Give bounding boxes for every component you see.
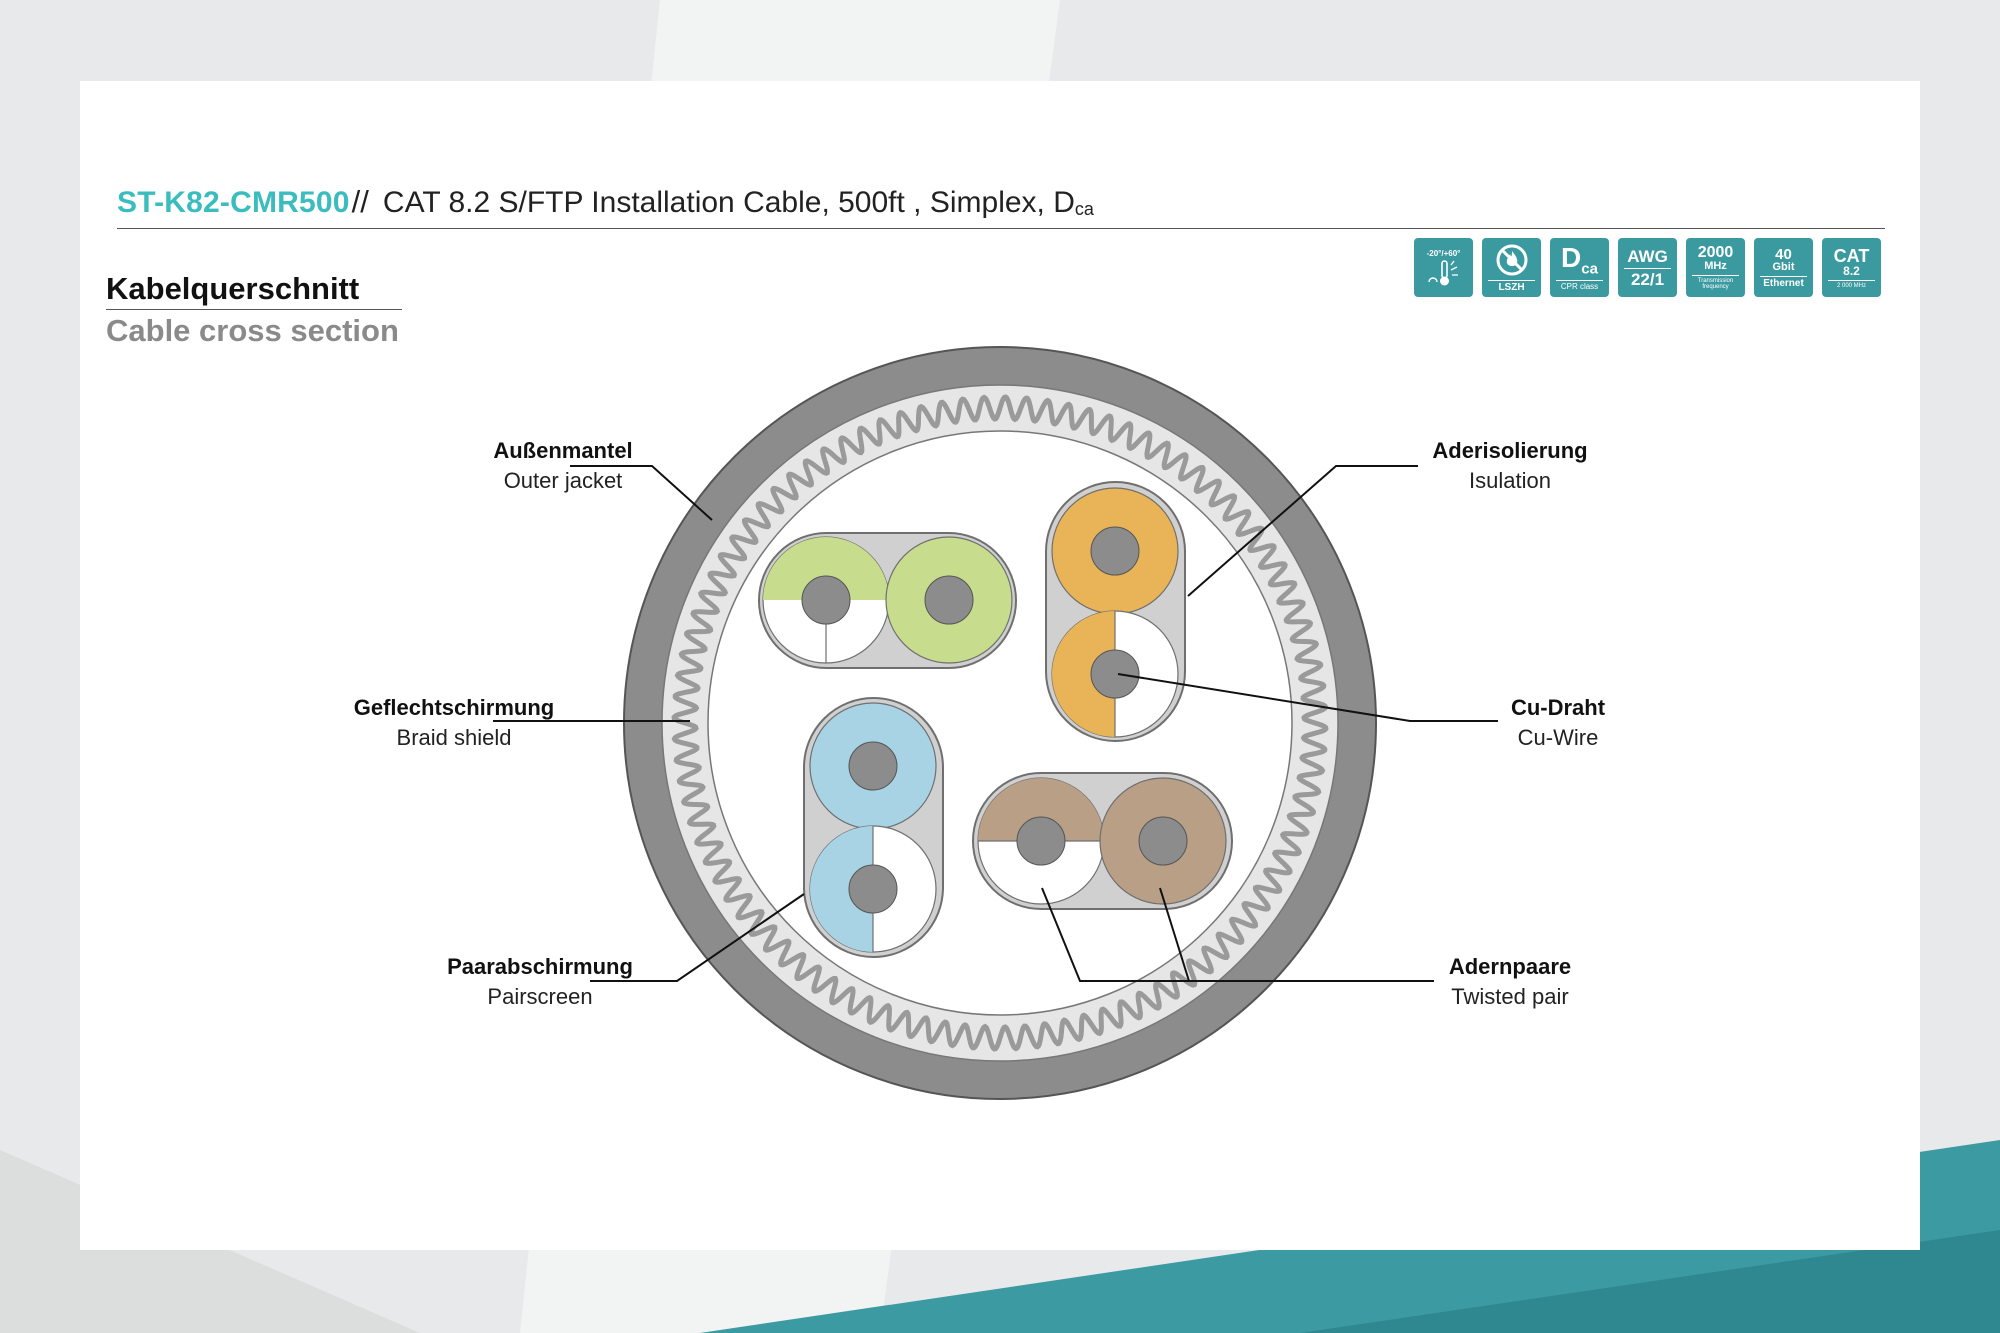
twisted-pair-green	[758, 532, 1017, 669]
badge-cpr-sub: ca	[1581, 260, 1598, 278]
badge-ethernet-unit: Gbit	[1772, 260, 1795, 273]
product-description-text: CAT 8.2 S/FTP Installation Cable, 500ft …	[382, 186, 1075, 219]
badge-category: CAT 8.2 2 000 MHz	[1822, 238, 1881, 297]
wire-brown	[1099, 777, 1227, 905]
leader-twisted-pair-2	[1159, 887, 1190, 982]
label-insulation-de: Aderisolierung	[1432, 438, 1588, 463]
label-twisted-pair-en: Twisted pair	[1451, 984, 1569, 1009]
leader-cu-wire	[1117, 673, 1498, 722]
badge-awg-top: AWG	[1627, 246, 1668, 266]
badge-cpr-label: CPR class	[1555, 279, 1604, 291]
label-pairscreen-de: Paarabschirmung	[447, 954, 633, 979]
leader-insulation	[1187, 465, 1418, 597]
label-twisted-pair-de: Adernpaare	[1448, 954, 1572, 979]
badge-frequency: 2000 MHz Transmission frequency	[1686, 238, 1745, 297]
label-insulation-en: Isulation	[1469, 468, 1551, 493]
badge-temperature: -20°/+60°	[1414, 238, 1473, 297]
badge-ethernet-value: 40	[1775, 245, 1792, 263]
product-title: ST-K82-CMR500// CAT 8.2 S/FTP Installatio…	[117, 184, 1885, 229]
cable-cross-section-diagram	[493, 346, 1498, 1100]
wire-orange-white	[1051, 610, 1179, 738]
label-twisted-pair: Adernpaare Twisted pair	[1350, 954, 1670, 1010]
twisted-pair-blue	[803, 697, 944, 958]
badge-ethernet: 40 Gbit Ethernet	[1754, 238, 1813, 297]
badge-awg-bottom: 22/1	[1623, 267, 1672, 288]
spec-badges: -20°/+60° LSZH Dca CPR class AWG 22/1	[1414, 238, 1881, 297]
twisted-pair-orange	[1045, 481, 1186, 742]
wire-brown-white	[977, 777, 1105, 905]
badge-cpr-letter: D	[1561, 242, 1582, 274]
label-braid-shield-en: Braid shield	[396, 725, 512, 750]
badge-awg: AWG 22/1	[1618, 238, 1677, 297]
section-title-en: Cable cross section	[106, 313, 399, 348]
leader-lines	[493, 465, 1498, 982]
label-insulation: Aderisolierung Isulation	[1350, 438, 1670, 494]
flame-free-icon	[1496, 244, 1527, 275]
title-separator: //	[351, 184, 369, 219]
braid-shield	[671, 394, 1329, 1052]
wire-green	[885, 536, 1013, 664]
badge-category-value: 8.2	[1843, 263, 1860, 278]
badge-lszh-label: LSZH	[1487, 279, 1536, 293]
wire-green-white	[762, 536, 890, 664]
temperature-icon	[1427, 259, 1458, 285]
wire-blue-white	[809, 825, 937, 953]
product-code: ST-K82-CMR500	[117, 186, 350, 219]
label-pairscreen: Paarabschirmung Pairscreen	[380, 954, 700, 1010]
badge-frequency-label: Transmission frequency	[1691, 275, 1740, 290]
product-description-sub: ca	[1074, 199, 1094, 219]
badge-frequency-unit: MHz	[1704, 260, 1727, 272]
content-card: ST-K82-CMR500// CAT 8.2 S/FTP Installatio…	[80, 81, 1920, 1250]
label-cu-wire: Cu-Draht Cu-Wire	[1398, 695, 1718, 751]
label-outer-jacket-de: Außenmantel	[493, 438, 633, 463]
badge-category-label: 2 000 MHz	[1827, 279, 1876, 289]
badge-lszh: LSZH	[1482, 238, 1541, 297]
label-braid-shield-de: Geflechtschirmung	[353, 695, 555, 720]
section-title-de: Kabelquerschnitt	[106, 271, 402, 310]
wire-blue	[809, 702, 937, 830]
product-description: CAT 8.2 S/FTP Installation Cable, 500ft …	[383, 186, 1094, 219]
leader-outer-jacket	[570, 465, 713, 521]
label-pairscreen-en: Pairscreen	[487, 984, 593, 1009]
badge-frequency-value: 2000	[1697, 244, 1734, 261]
badge-cpr-main: Dca	[1561, 244, 1598, 277]
badge-temperature-range: -20°/+60°	[1426, 248, 1461, 258]
wire-orange	[1051, 487, 1179, 615]
twisted-pair-brown	[972, 772, 1233, 910]
inner-core-area	[707, 430, 1293, 1016]
leader-pairscreen	[590, 893, 805, 982]
badge-ethernet-label: Ethernet	[1759, 275, 1808, 289]
label-cu-wire-en: Cu-Wire	[1517, 725, 1599, 750]
badge-cpr-class: Dca CPR class	[1550, 238, 1609, 297]
label-cu-wire-de: Cu-Draht	[1510, 695, 1606, 720]
label-braid-shield: Geflechtschirmung Braid shield	[294, 695, 614, 751]
label-outer-jacket: Außenmantel Outer jacket	[403, 438, 723, 494]
leader-twisted-pair-1	[1041, 887, 1434, 982]
badge-category-top: CAT	[1833, 245, 1870, 266]
label-outer-jacket-en: Outer jacket	[503, 468, 623, 493]
